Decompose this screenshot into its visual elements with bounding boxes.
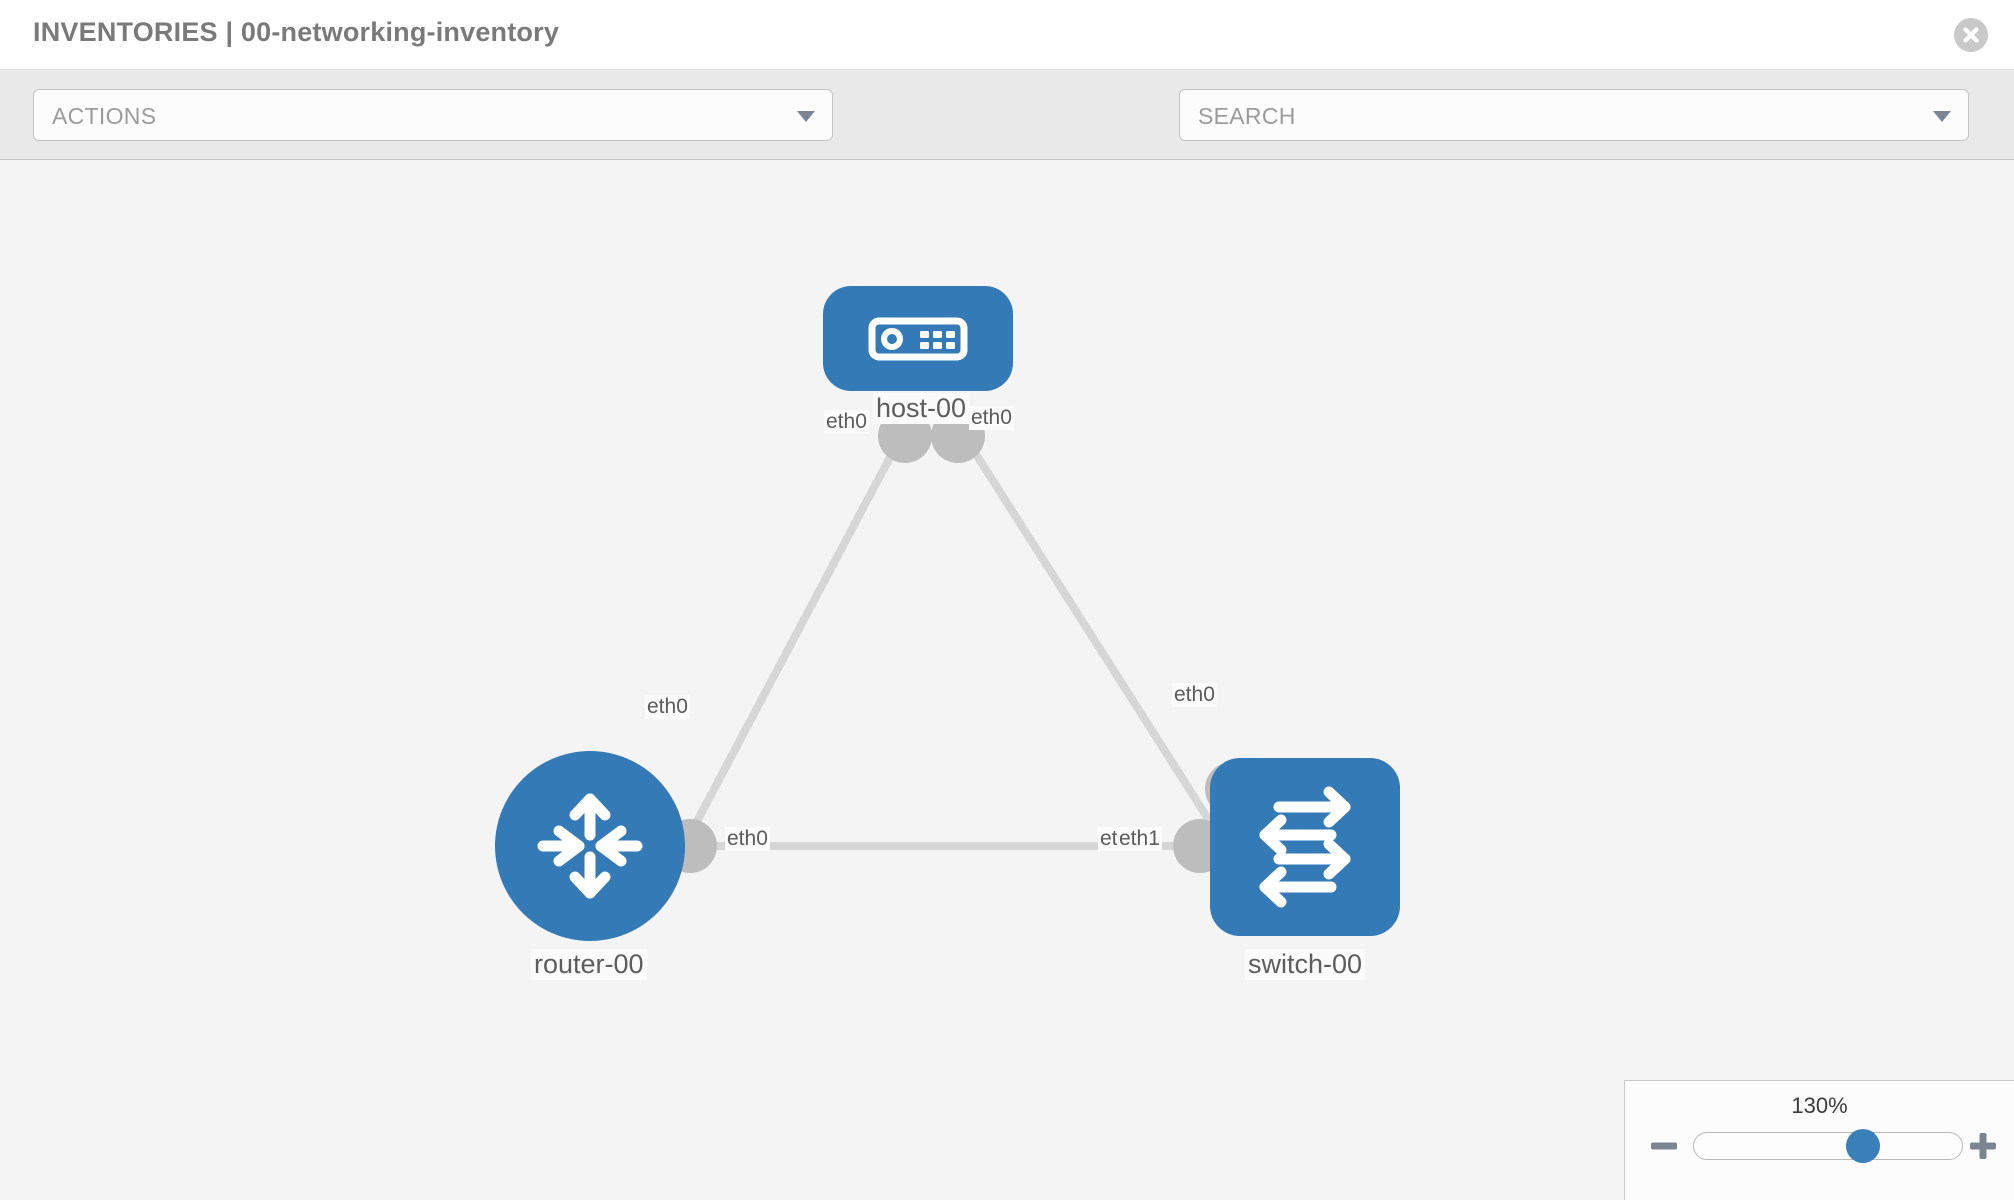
page-header: INVENTORIES | 00-networking-inventory [0, 0, 2014, 70]
toolbar: ACTIONS SEARCH [0, 71, 2014, 203]
switch-00-shape[interactable] [1210, 758, 1400, 936]
edge-host-switch [956, 425, 1239, 865]
chevron-down-icon [797, 111, 815, 122]
server-icon [868, 317, 968, 360]
switch-arrows-icon [1259, 786, 1351, 908]
close-icon[interactable] [1954, 18, 1988, 52]
zoom-slider[interactable] [1693, 1129, 1963, 1163]
minus-icon[interactable] [1649, 1131, 1679, 1161]
actions-label: ACTIONS [52, 103, 157, 129]
edge-label-host-eth0-right: eth0 [969, 406, 1014, 430]
zoom-level-label: 130% [1791, 1093, 1848, 1118]
search-input[interactable]: SEARCH [1179, 89, 1969, 141]
edge-host-router [656, 425, 909, 895]
node-label-router-00: router-00 [531, 949, 647, 980]
node-label-switch-00: switch-00 [1245, 949, 1366, 980]
zoom-control-panel: 130% [1624, 1080, 2014, 1200]
router-00-shape[interactable] [495, 751, 685, 941]
chevron-down-icon [1933, 111, 1951, 122]
edge-label-host-eth0-left: eth0 [824, 410, 869, 434]
search-placeholder: SEARCH [1198, 103, 1296, 129]
edge-label-router-eth0-up: eth0 [645, 695, 690, 719]
router-arrows-icon [537, 793, 643, 899]
page-title: INVENTORIES | 00-networking-inventory [33, 17, 560, 47]
edge-label-switch-eth1-mid: eth1 [1117, 827, 1162, 851]
topology-canvas[interactable]: host-00 router-00 switch-00 eth0 eth0 et… [0, 161, 2014, 1200]
port-circles [663, 409, 1259, 873]
actions-dropdown[interactable]: ACTIONS [33, 89, 833, 141]
edge-label-switch-eth0-up: eth0 [1172, 683, 1217, 707]
host-00-shape[interactable] [823, 286, 1013, 391]
node-label-host-00: host-00 [873, 393, 970, 424]
plus-icon[interactable] [1968, 1131, 1998, 1161]
zoom-slider-thumb[interactable] [1845, 1129, 1880, 1163]
edge-label-router-eth0-mid: eth0 [725, 827, 770, 851]
